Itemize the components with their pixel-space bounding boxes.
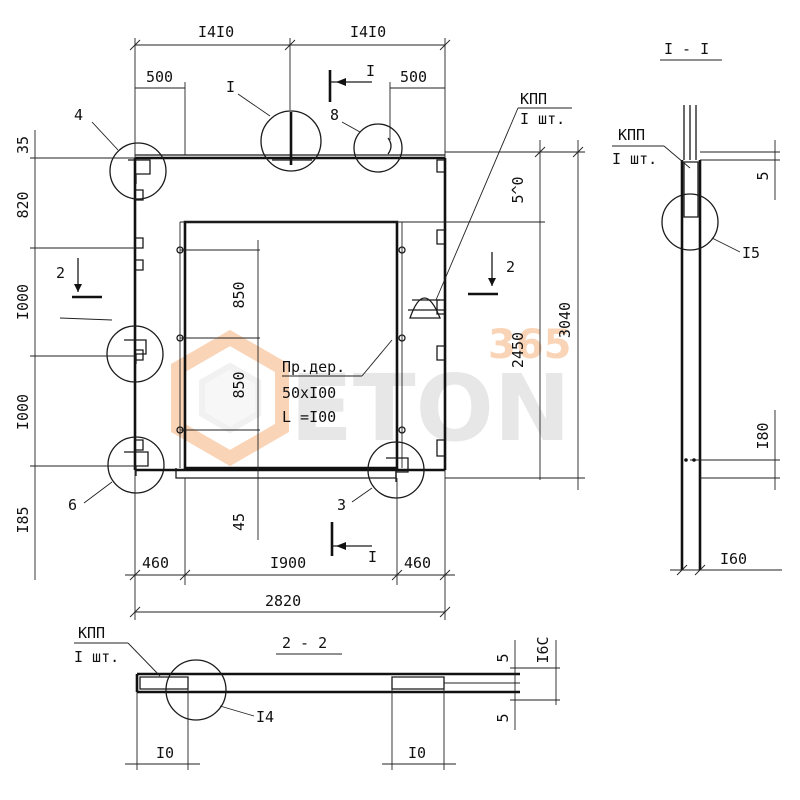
dim-right-2450: 2450	[509, 332, 527, 368]
watermark: ETON 365	[178, 322, 572, 462]
kpp-note-main: КПП I шт.	[436, 90, 572, 300]
dim-section-1-160: I60	[720, 550, 747, 568]
lintel-note-line-3: L =I00	[282, 408, 336, 426]
section-mark-right: 2	[506, 258, 515, 276]
section-marks: 2 2 I I	[56, 62, 515, 566]
callout-14: I4	[256, 708, 274, 726]
section-mark-top: I	[366, 62, 375, 80]
dim-section-2-5b: 5	[494, 713, 512, 722]
kpp-note-s2-line-2: I шт.	[74, 648, 119, 666]
detail-circle-8	[354, 124, 402, 172]
kpp-note-main-line-2: I шт.	[520, 110, 565, 128]
detail-circle-4	[110, 143, 166, 199]
dim-inner-45: 45	[230, 513, 248, 531]
dim-top-left: I4I0	[198, 23, 234, 41]
dim-partial-left: 500	[146, 68, 173, 86]
dim-section-1-180: I80	[754, 422, 772, 449]
callouts: I 8 4 6 3	[60, 78, 372, 514]
lintel-note-line-1: Пр.дер.	[282, 358, 345, 376]
dim-inner-850a: 850	[230, 281, 248, 308]
top-dimensions: I4I0 I4I0 500 500	[130, 23, 450, 158]
callout-4: 4	[74, 106, 83, 124]
callout-8: 8	[330, 106, 339, 124]
dim-bottom-460b: 460	[404, 554, 431, 572]
callout-15: I5	[742, 244, 760, 262]
callout-3: 3	[337, 496, 346, 514]
section-1-1-title: I - I	[664, 40, 709, 58]
dim-partial-right: 500	[400, 68, 427, 86]
kpp-note-s1-line-1: КПП	[618, 126, 645, 144]
detail-circle-15	[662, 194, 718, 250]
dim-overall-width: 2820	[265, 592, 301, 610]
detail-circle-1	[261, 111, 321, 171]
watermark-sub-text: 365	[488, 322, 572, 368]
kpp-note-s1-line-2: I шт.	[612, 150, 657, 168]
section-2-2: 2 - 2 I4 КПП I шт. 5 5 I6С I0 I0	[74, 624, 560, 770]
detail-circle-6	[108, 437, 164, 493]
callout-6: 6	[68, 496, 77, 514]
dim-bottom-460a: 460	[142, 554, 169, 572]
kpp-note-s2-line-1: КПП	[78, 624, 105, 642]
section-mark-bottom: I	[368, 548, 377, 566]
dim-section-2-10a: I0	[156, 744, 174, 762]
detail-circle-14	[166, 660, 226, 720]
dim-left-185: I85	[14, 506, 32, 533]
callout-1: I	[226, 78, 235, 96]
section-1-1: I - I 5 I80 I60 I5 КПП I шт.	[612, 40, 782, 575]
detail-circle-3	[368, 442, 424, 498]
dim-section-1-5: 5	[754, 171, 772, 180]
dim-bottom-1900: I900	[270, 554, 306, 572]
bottom-dimensions: 460 I900 460 2820	[125, 470, 455, 620]
dim-top-right: I4I0	[350, 23, 386, 41]
dim-left-1000b: I000	[14, 394, 32, 430]
window-opening	[176, 222, 405, 478]
dim-right-520: 5^0	[509, 176, 527, 203]
mounting-loop	[408, 298, 444, 318]
right-dimensions: 5^0 2450 3040	[397, 140, 585, 490]
inner-dimensions: 850 850 45	[230, 240, 258, 540]
dim-section-2-160: I6С	[534, 636, 552, 663]
lintel-note-line-2: 50xI00	[282, 384, 336, 402]
lintel-note: Пр.дер. 50xI00 L =I00	[282, 340, 392, 426]
dim-right-3040: 3040	[556, 302, 574, 338]
dim-left-820: 820	[14, 191, 32, 218]
main-view: I4I0 I4I0 500 500 35 820 I000 I000 I85	[14, 23, 585, 620]
dim-section-2-10b: I0	[408, 744, 426, 762]
kpp-note-main-line-1: КПП	[520, 90, 547, 108]
section-mark-left: 2	[56, 264, 65, 282]
section-2-2-title: 2 - 2	[282, 634, 327, 652]
watermark-main-text: ETON	[290, 355, 571, 462]
detail-circle-mid-left	[107, 326, 163, 382]
dim-left-35: 35	[14, 136, 32, 154]
dim-left-1000a: I000	[14, 284, 32, 320]
dim-inner-850b: 850	[230, 371, 248, 398]
dim-section-2-5a: 5	[494, 653, 512, 662]
left-dimensions: 35 820 I000 I000 I85	[14, 130, 135, 580]
